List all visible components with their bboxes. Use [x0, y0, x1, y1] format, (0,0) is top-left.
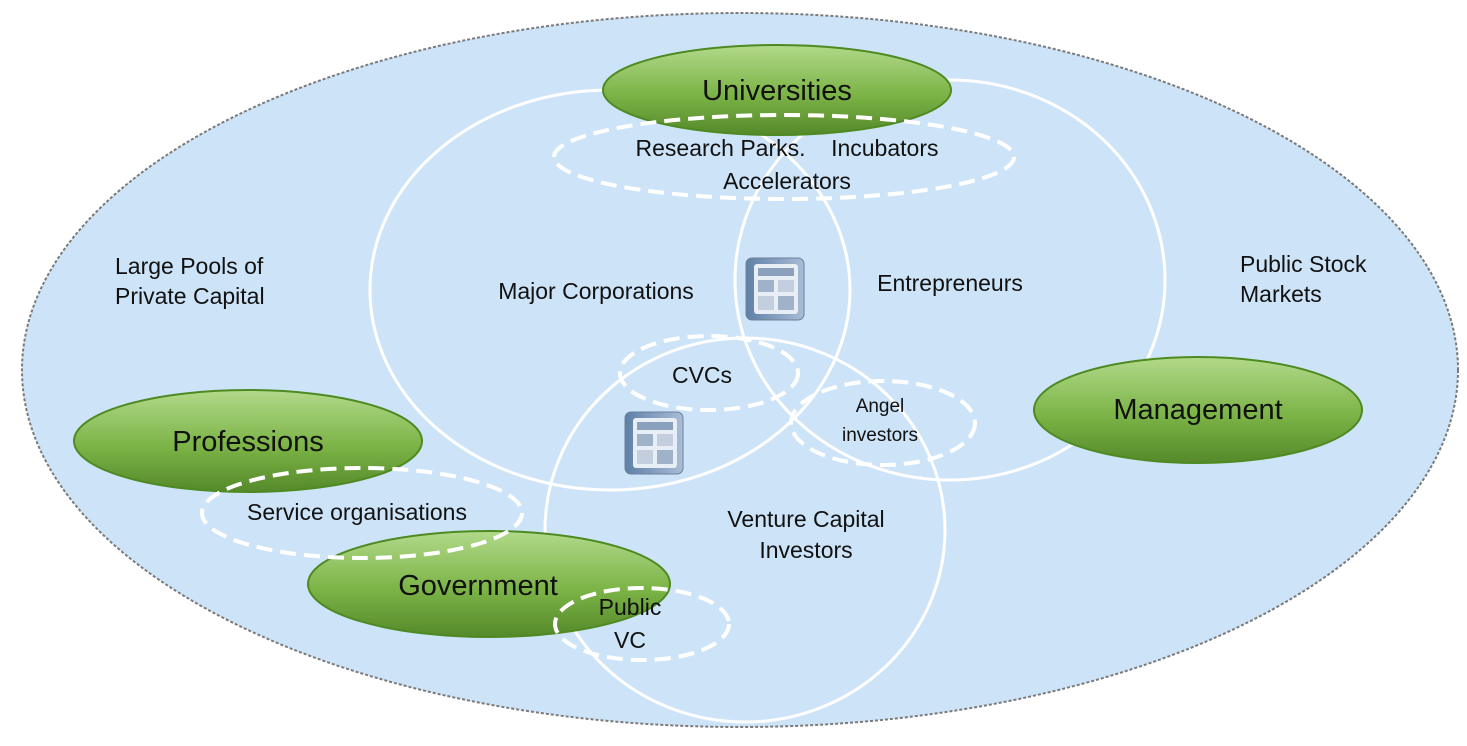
node-government — [307, 530, 671, 638]
dashed-angel-investors — [789, 379, 977, 467]
label-markets: Markets — [1240, 281, 1322, 307]
label-large-pools: Large Pools of — [115, 253, 264, 279]
node-universities — [602, 44, 952, 136]
label-government: Government — [398, 570, 558, 602]
label-management: Management — [1113, 394, 1282, 426]
label-accelerators: Accelerators — [723, 168, 851, 194]
dashed-service-organisations — [200, 466, 524, 560]
database-icon — [745, 257, 805, 321]
label-venture-capital: Venture Capital — [727, 506, 884, 532]
node-management — [1033, 356, 1363, 464]
label-research-parks-incubators: Research Parks. Incubators — [636, 135, 939, 161]
node-professions — [73, 389, 423, 493]
dashed-research-parks — [552, 113, 1016, 201]
database-icon — [624, 411, 684, 475]
label-angel: Angel — [856, 396, 905, 417]
label-professions: Professions — [172, 426, 324, 458]
dashed-cvcs — [618, 334, 800, 412]
label-investors: investors — [842, 425, 918, 446]
circle-entrepreneurs — [733, 78, 1167, 482]
label-major-corporations: Major Corporations — [498, 278, 694, 304]
label-vc: VC — [614, 627, 646, 653]
label-service-organisations: Service organisations — [247, 499, 467, 525]
dashed-public-vc — [553, 586, 731, 662]
label-private-capital: Private Capital — [115, 283, 265, 309]
label-public-stock: Public Stock — [1240, 251, 1367, 277]
label-universities: Universities — [702, 75, 852, 107]
label-investors-vc: Investors — [759, 537, 852, 563]
label-entrepreneurs: Entrepreneurs — [877, 270, 1023, 296]
label-cvcs: CVCs — [672, 362, 732, 388]
label-public: Public — [599, 594, 662, 620]
